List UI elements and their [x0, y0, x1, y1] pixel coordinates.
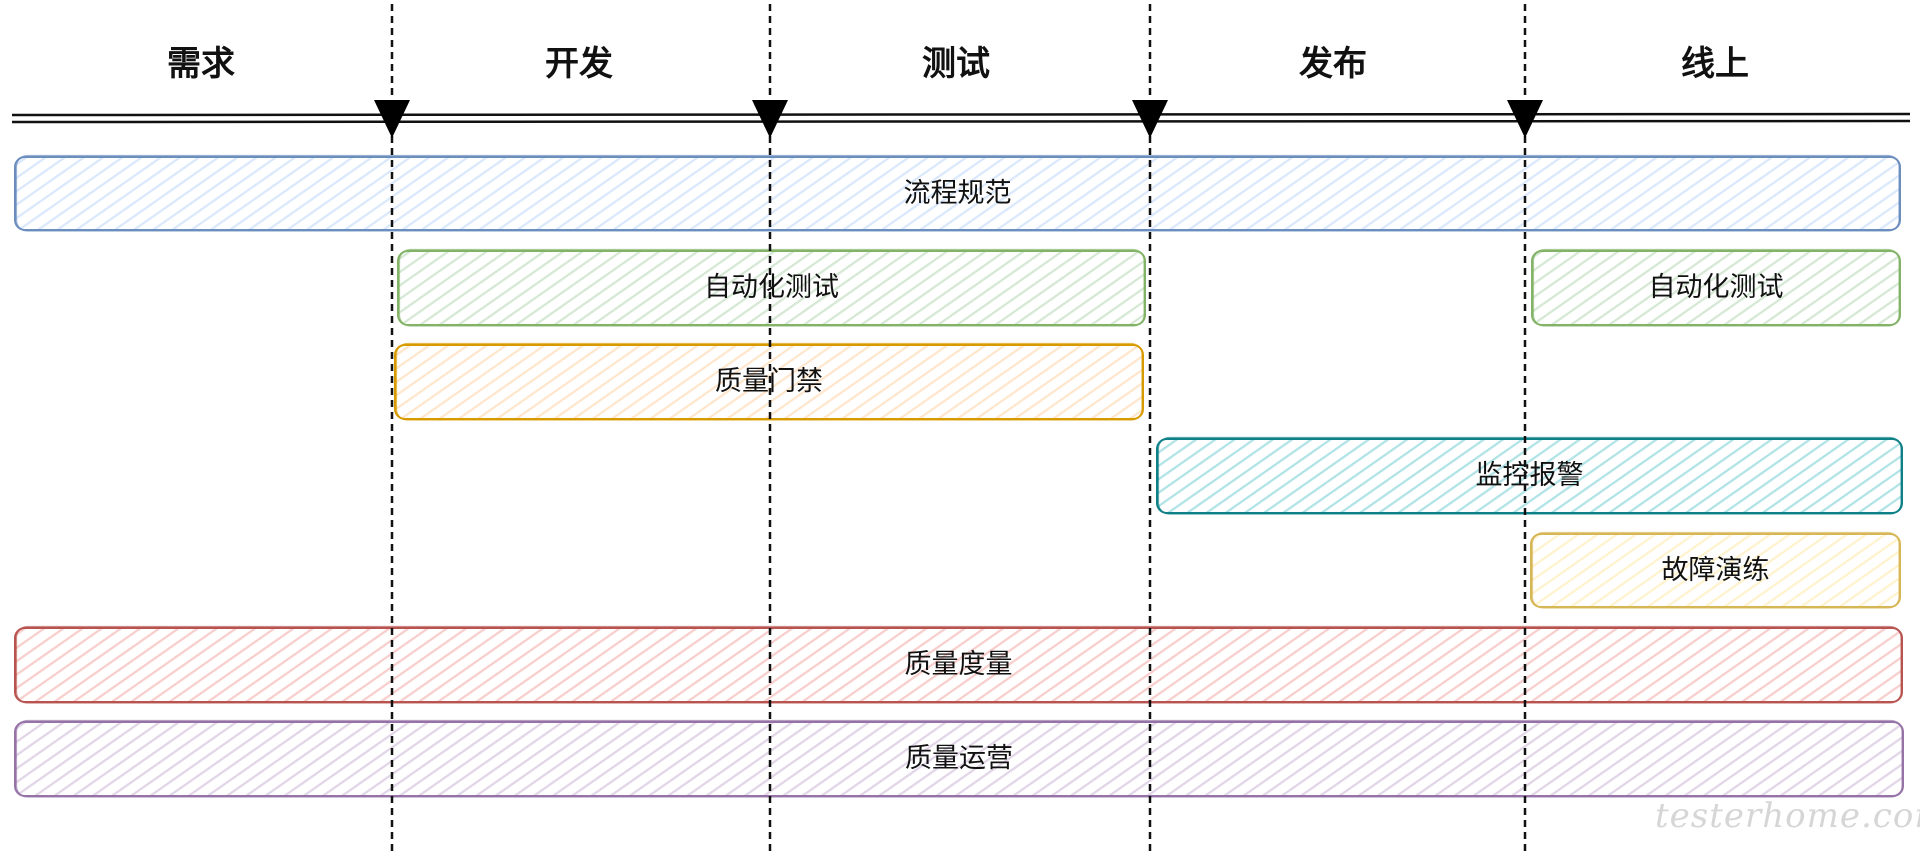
phase-marker-arrow-1 [374, 100, 410, 138]
bar-label-fault-drill: 故障演练 [1661, 555, 1770, 586]
phase-marker-arrow-3 [1132, 100, 1168, 138]
phase-divider-3 [1132, 4, 1168, 856]
bar-label-quality-operations: 质量运营 [905, 743, 1013, 774]
bar-automated-testing-dev [397, 248, 1146, 327]
bar-process-standards [14, 154, 1901, 232]
watermark-text: testerhome.com [1655, 796, 1920, 836]
phase-label-testing: 测试 [922, 44, 990, 84]
phase-divider-2 [752, 4, 788, 856]
phase-label-online: 线上 [1681, 44, 1749, 84]
bar-monitoring-alerts [1156, 436, 1903, 515]
bar-label-automated-testing-online: 自动化测试 [1648, 272, 1784, 303]
bar-quality-metrics [14, 625, 1903, 704]
phase-divider-1 [374, 4, 410, 856]
bar-fault-drill [1530, 531, 1901, 609]
bar-quality-operations [14, 719, 1904, 798]
bar-automated-testing-online [1531, 248, 1901, 327]
phase-label-requirements: 需求 [167, 44, 235, 84]
bar-label-automated-testing-dev: 自动化测试 [704, 272, 839, 303]
phase-divider-4 [1507, 4, 1543, 856]
bar-label-process-standards: 流程规范 [903, 178, 1012, 209]
phase-label-release: 发布 [1299, 44, 1367, 84]
bar-label-quality-metrics: 质量度量 [904, 649, 1013, 680]
bar-label-quality-gate: 质量门禁 [715, 366, 823, 397]
phase-marker-arrow-4 [1507, 100, 1543, 138]
bar-label-monitoring-alerts: 监控报警 [1475, 460, 1584, 491]
timeline-axis [11, 112, 1911, 124]
phase-marker-arrow-2 [752, 100, 788, 138]
phase-label-development: 开发 [545, 44, 613, 84]
